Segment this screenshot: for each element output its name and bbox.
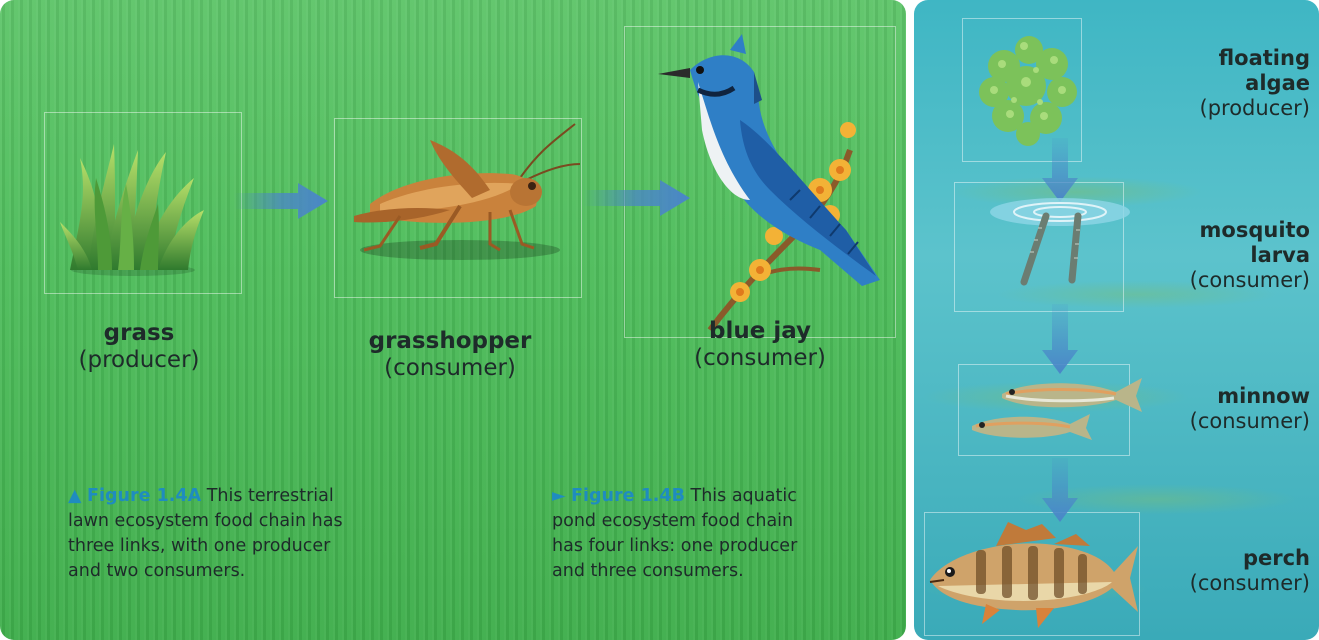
arrow-right-icon xyxy=(234,181,330,221)
blue-jay-name: blue jay xyxy=(670,318,850,345)
lawn-food-chain-panel: grass (producer) grasshopper (consumer) … xyxy=(0,0,906,640)
caption-text: has four links: one producer xyxy=(552,536,797,556)
floating-algae-role: (producer) xyxy=(1200,96,1310,120)
mosquito-larva-label: mosquito larva (consumer) xyxy=(1134,218,1310,293)
blue-jay-label: blue jay (consumer) xyxy=(670,318,850,372)
grasshopper-icon xyxy=(340,120,580,270)
grass-label: grass (producer) xyxy=(54,320,224,374)
grasshopper-label: grasshopper (consumer) xyxy=(350,328,550,382)
triangle-right-icon: ► xyxy=(552,486,565,506)
minnow-role: (consumer) xyxy=(1190,409,1310,433)
caption-text: lawn ecosystem food chain has xyxy=(68,511,343,531)
grass-role: (producer) xyxy=(79,347,200,373)
blue-jay-icon xyxy=(650,30,890,340)
caption-text: This terrestrial xyxy=(207,486,334,506)
perch-label: perch (consumer) xyxy=(1134,546,1310,596)
arrow-down-icon xyxy=(1042,304,1078,376)
perch-name: perch xyxy=(1134,546,1310,571)
floating-algae-label: floating algae (producer) xyxy=(1134,46,1310,121)
minnow-name: minnow xyxy=(1134,384,1310,409)
minnow-icon xyxy=(966,370,1146,452)
floating-algae-icon xyxy=(974,30,1084,150)
mosquito-larva-icon xyxy=(988,196,1138,296)
perch-role: (consumer) xyxy=(1190,571,1310,595)
floating-algae-name-line1: floating xyxy=(1134,46,1310,71)
perch-icon xyxy=(926,516,1140,632)
grasshopper-role: (consumer) xyxy=(384,355,516,381)
arrow-down-icon xyxy=(1042,138,1078,204)
minnow-label: minnow (consumer) xyxy=(1134,384,1310,434)
caption-text: This aquatic xyxy=(691,486,797,506)
figure-1-4b-caption: ► Figure 1.4B This aquatic pond ecosyste… xyxy=(552,484,892,584)
floating-algae-name-line2: algae xyxy=(1134,71,1310,96)
mosquito-larva-name-line1: mosquito xyxy=(1134,218,1310,243)
caption-text: and three consumers. xyxy=(552,561,744,581)
mosquito-larva-name-line2: larva xyxy=(1134,243,1310,268)
blue-jay-role: (consumer) xyxy=(694,345,826,371)
mosquito-larva-role: (consumer) xyxy=(1190,268,1310,292)
grass-name: grass xyxy=(54,320,224,347)
figure-label: Figure 1.4A xyxy=(87,486,201,506)
figure-1-4a-caption: ▲ Figure 1.4A This terrestrial lawn ecos… xyxy=(68,484,408,584)
grasshopper-name: grasshopper xyxy=(350,328,550,355)
caption-text: and two consumers. xyxy=(68,561,245,581)
arrow-down-icon xyxy=(1042,458,1078,524)
caption-text: three links, with one producer xyxy=(68,536,330,556)
pond-food-chain-panel: floating algae (producer) mosquito larva… xyxy=(914,0,1319,640)
caption-text: pond ecosystem food chain xyxy=(552,511,793,531)
figure-label: Figure 1.4B xyxy=(571,486,685,506)
grass-icon xyxy=(58,138,208,278)
triangle-up-icon: ▲ xyxy=(68,486,81,506)
